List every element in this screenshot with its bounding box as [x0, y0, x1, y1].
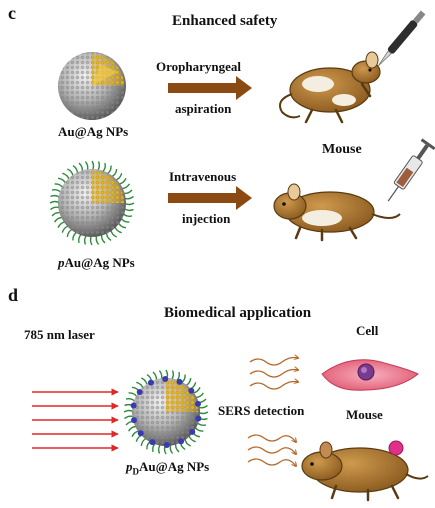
np2-label-prefix: p [58, 255, 65, 270]
mouse-injection-illustration [273, 138, 435, 242]
raman-dye-dot [178, 438, 185, 445]
au-ag-nanoparticle [58, 52, 126, 120]
panel-c-title: Enhanced safety [172, 13, 278, 29]
route2-label-line1: Intravenous [169, 169, 237, 184]
raman-dye-dot [137, 430, 144, 437]
raman-dye-dot [147, 379, 154, 386]
pd-au-ag-nanoparticle [123, 369, 209, 455]
np2-label: pAu@Ag NPs [58, 256, 135, 269]
np3-label-prefix: p [126, 459, 133, 474]
sers-wavy-lines-upper [249, 358, 298, 390]
np1-label: Au@Ag NPs [58, 124, 129, 139]
sers-wavy-lines-lower [247, 434, 296, 466]
route1-label-line1: Oropharyngeal [156, 59, 241, 74]
route2-label-line2: injection [182, 211, 231, 226]
raman-dye-dot [130, 402, 137, 409]
np2-label-rest: Au@Ag NPs [64, 255, 135, 270]
raman-dye-dot [136, 389, 143, 396]
np3-label-sub: D [132, 466, 140, 477]
mouse-label-c: Mouse [322, 142, 362, 157]
route1-label-line2: aspiration [175, 101, 232, 116]
injection-arrow [168, 186, 252, 210]
raman-dye-dot [188, 387, 195, 394]
laser-label: 785 nm laser [24, 327, 95, 342]
mouse-label-d: Mouse [346, 407, 383, 422]
pau-ag-nanoparticle [49, 160, 135, 246]
cell-label: Cell [356, 323, 379, 338]
raman-dye-dot [131, 417, 138, 424]
np3-label-rest: Au@Ag NPs [139, 459, 210, 474]
raman-dye-dot [176, 378, 183, 385]
raman-dye-dot [195, 415, 202, 422]
detection-label: SERS detection [218, 403, 305, 418]
raman-dye-dot [149, 439, 156, 446]
np3-label: pDAu@Ag NPs [126, 460, 209, 477]
mouse-aspiration-illustration [279, 10, 426, 124]
aspiration-arrow [168, 76, 252, 100]
mouse-tumor-illustration [301, 440, 429, 502]
raman-dye-dot [194, 400, 201, 407]
laser-arrows [32, 388, 119, 452]
raman-dye-dot [163, 441, 170, 448]
raman-dye-dot [162, 376, 169, 383]
panel-c-letter: c [8, 3, 16, 23]
panel-d-title: Biomedical application [164, 305, 312, 321]
panel-d-letter: d [8, 285, 19, 305]
raman-dye-dot [189, 428, 196, 435]
cell-illustration [321, 359, 419, 391]
